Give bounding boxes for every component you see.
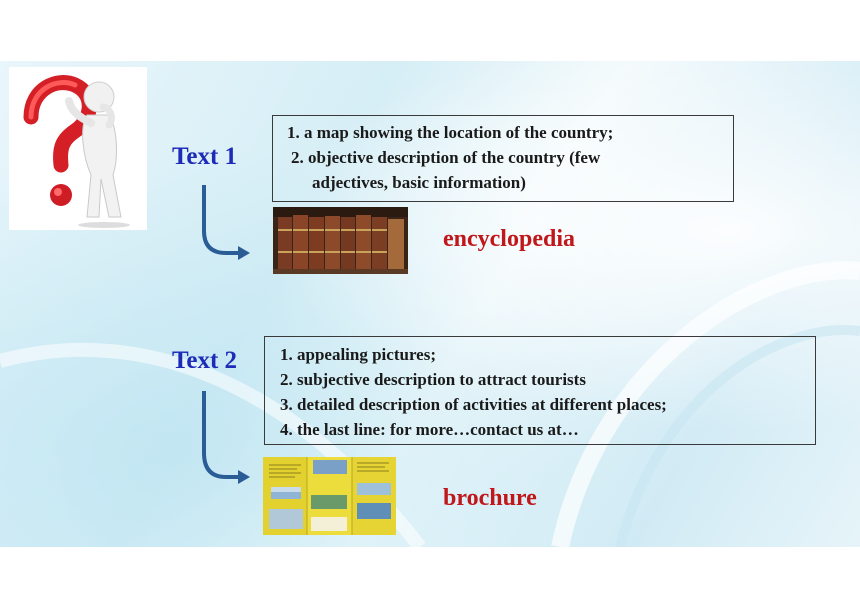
text1-arrow-icon [202, 185, 250, 260]
text2-label: Text 2 [172, 347, 238, 374]
text2-result-brochure: brochure [443, 485, 537, 511]
text1-line-1: 1. a map showing the location of the cou… [287, 123, 614, 142]
text1-line-2: 2. objective description of the country … [291, 148, 601, 167]
text1-label: Text 1 [172, 143, 238, 170]
question-mark-figure [9, 67, 147, 230]
encyclopedia-books-image [273, 207, 408, 274]
text1-features-box: 1. a map showing the location of the cou… [272, 115, 734, 202]
slide: Text 1 1. a map showing the location of … [0, 61, 860, 547]
text2-line-1: 1. appealing pictures; [280, 345, 437, 364]
thinking-person-icon [23, 75, 130, 228]
text1-line-3: adjectives, basic information) [312, 173, 526, 192]
text2-line-4: 4. the last line: for more…contact us at… [280, 420, 579, 439]
text2-arrow-icon [202, 391, 250, 484]
brochure-image [263, 457, 396, 535]
text2-features-box: 1. appealing pictures; 2. subjective des… [264, 336, 816, 445]
text1-result-encyclopedia: encyclopedia [443, 226, 575, 252]
text2-line-3: 3. detailed description of activities at… [280, 395, 667, 414]
text2-line-2: 2. subjective description to attract tou… [280, 370, 586, 389]
